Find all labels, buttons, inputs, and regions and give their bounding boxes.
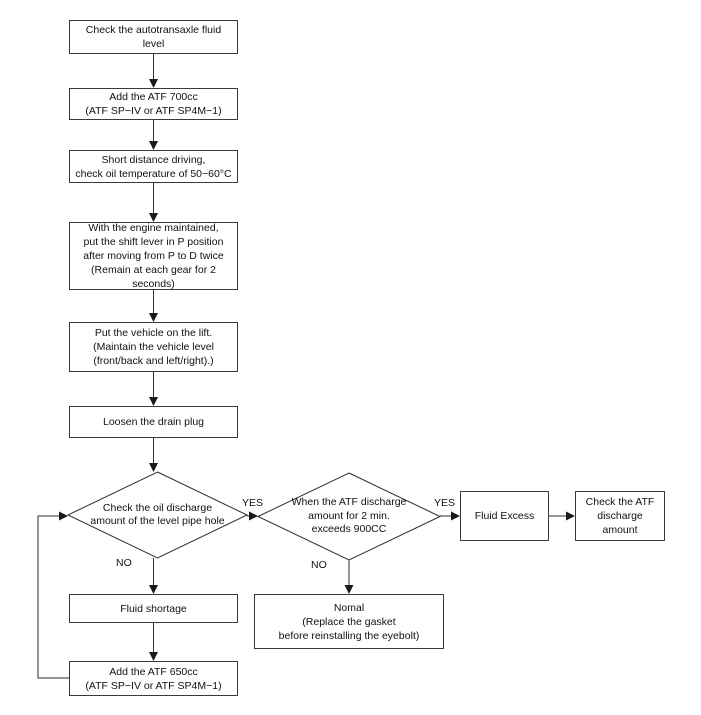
arrowhead-decision1 bbox=[149, 463, 158, 472]
arrowhead-add650 bbox=[149, 652, 158, 661]
node-engine-maintained[interactable]: With the engine maintained, put the shif… bbox=[69, 222, 238, 290]
node-check-atf-discharge-amount[interactable]: Check the ATF discharge amount bbox=[575, 491, 665, 541]
node-decision-atf-900cc[interactable]: When the ATF discharge amount for 2 min.… bbox=[256, 472, 442, 561]
connector-feedback-loop bbox=[37, 515, 69, 679]
edge-label-decision1-yes: YES bbox=[242, 497, 264, 509]
arrowhead-add700 bbox=[149, 79, 158, 88]
node-fluid-excess[interactable]: Fluid Excess bbox=[460, 491, 549, 541]
node-normal-replace-gasket[interactable]: Nomal (Replace the gasket before reinsta… bbox=[254, 594, 444, 649]
node-vehicle-on-lift[interactable]: Put the vehicle on the lift. (Maintain t… bbox=[69, 322, 238, 372]
node-fluid-shortage[interactable]: Fluid shortage bbox=[69, 594, 238, 623]
arrowhead-decision2 bbox=[249, 511, 258, 521]
node-add-atf-650cc[interactable]: Add the ATF 650cc (ATF SP−IV or ATF SP4M… bbox=[69, 661, 238, 696]
node-loosen-drain-plug[interactable]: Loosen the drain plug bbox=[69, 406, 238, 438]
arrowhead-checkatf bbox=[566, 511, 575, 521]
arrowhead-shortdrive bbox=[149, 141, 158, 150]
edge-label-decision1-no: NO bbox=[116, 557, 132, 569]
arrowhead-lift bbox=[149, 313, 158, 322]
node-add-atf-700cc[interactable]: Add the ATF 700cc (ATF SP−IV or ATF SP4M… bbox=[69, 88, 238, 120]
arrowhead-fluid-excess bbox=[451, 511, 460, 521]
arrowhead-feedback-decision1 bbox=[59, 511, 68, 521]
arrowhead-fluid-shortage bbox=[149, 585, 158, 594]
decision-atf-900cc-shape bbox=[256, 472, 442, 561]
edge-label-decision2-yes: YES bbox=[434, 497, 456, 509]
node-decision-oil-discharge[interactable]: Check the oil discharge amount of the le… bbox=[66, 471, 249, 559]
arrowhead-normal bbox=[344, 585, 354, 594]
node-check-fluid-level[interactable]: Check the autotransaxle fluid level bbox=[69, 20, 238, 54]
node-short-distance-driving[interactable]: Short distance driving, check oil temper… bbox=[69, 150, 238, 183]
decision-oil-discharge-shape bbox=[66, 471, 249, 559]
arrowhead-loosen bbox=[149, 397, 158, 406]
edge-label-decision2-no: NO bbox=[311, 559, 327, 571]
